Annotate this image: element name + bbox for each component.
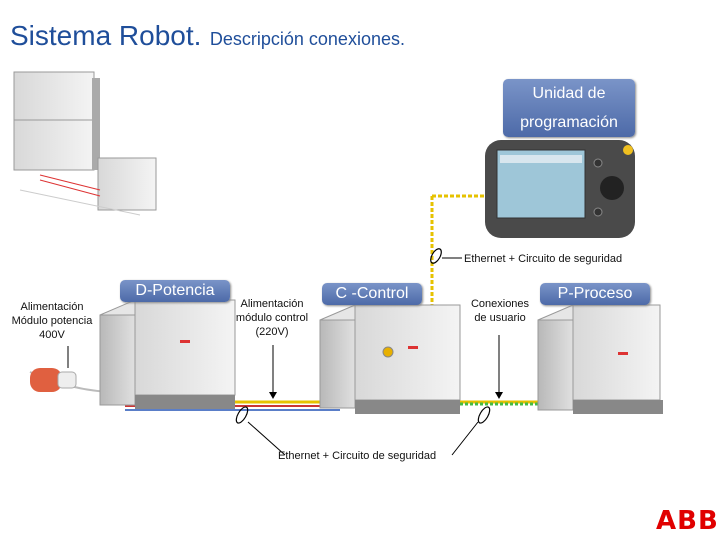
d-potencia-cabinet <box>99 299 236 409</box>
conexiones-label: Conexiones de usuario <box>460 297 540 325</box>
alim-control-line1: Alimentación <box>240 298 304 310</box>
p-proceso-label: P-Proceso <box>540 283 650 305</box>
title-sub: Descripción conexiones. <box>209 29 405 49</box>
p-proceso-cabinet <box>537 304 663 414</box>
c-control-text: C -Control <box>335 285 409 302</box>
p-proceso-text: P-Proceso <box>557 285 633 302</box>
ethernet-top-label: Ethernet + Circuito de seguridad <box>464 253 623 265</box>
unidad-programacion-text: Unidad de programación <box>520 85 618 131</box>
ethernet-bottom-label: Ethernet + Circuito de seguridad <box>278 450 437 462</box>
alim-potencia-line2: Módulo potencia <box>11 315 93 327</box>
teach-pendant-image <box>485 140 635 238</box>
c-control-label: C -Control <box>322 283 422 305</box>
title-main: Sistema Robot. <box>10 20 202 51</box>
stacked-cabinets-image <box>13 71 157 216</box>
power-plug-image <box>30 368 77 392</box>
c-control-cabinet <box>319 304 461 414</box>
d-potencia-text: D-Potencia <box>135 282 215 299</box>
conexiones-line2: de usuario <box>474 312 526 324</box>
alim-control-label: Alimentación módulo control (220V) <box>226 297 318 339</box>
page-title: Sistema Robot. Descripción conexiones. <box>10 20 405 52</box>
alim-potencia-line1: Alimentación <box>20 301 84 313</box>
d-potencia-label: D-Potencia <box>120 280 230 302</box>
conexiones-line1: Conexiones <box>470 298 530 310</box>
alim-potencia-line3: 400V <box>39 329 65 341</box>
unidad-programacion-label: Unidad de programación <box>503 79 635 137</box>
alim-control-line2: módulo control <box>235 312 309 324</box>
alim-potencia-label: Alimentación Módulo potencia 400V <box>6 300 98 342</box>
abb-logo: ABB <box>656 506 719 536</box>
alim-control-line3: (220V) <box>255 326 289 338</box>
